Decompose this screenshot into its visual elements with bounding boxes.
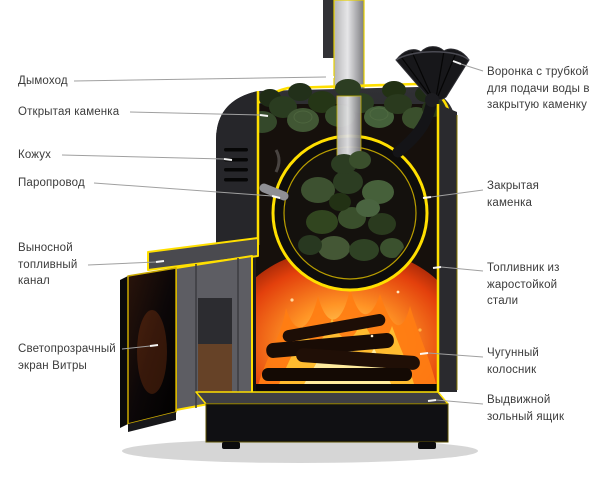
leader-firebox [440,266,484,272]
right-wall-section [436,104,458,392]
left-casing [216,91,260,245]
label-glass-screen: Светопрозрачный экран Витры [18,343,116,372]
cast-iron-grate [256,384,438,392]
ash-drawer [195,391,449,449]
label-fuel-channel: Выносной топливный канал [18,242,78,287]
leader-fuel-channel [87,261,157,266]
leader-glass-screen [121,345,151,350]
firebox-flames [256,248,438,392]
label-funnel: Воронка с трубкой для подачи воды в закр… [487,66,590,111]
leader-open-heater [129,111,261,116]
leader-closed-heater [430,189,484,198]
closed-heater-circle [271,134,429,292]
steam-pipe [259,149,289,201]
label-grate: Чугунный колосник [487,347,539,376]
label-open-heater: Открытая каменка [18,106,120,118]
leader-funnel [460,63,484,72]
label-chimney: Дымоход [18,75,68,87]
leader-end-ticks [149,60,462,402]
label-ash-box: Выдвижной зольный ящик [487,394,565,423]
label-steam-pipe: Паропровод [18,177,85,189]
leader-lines [61,63,484,405]
ground-shadow [122,439,478,463]
label-firebox: Топливник из жаростойкой стали [487,262,560,307]
leader-chimney [73,76,327,82]
leader-steam-pipe [93,182,273,197]
leader-casing [61,154,225,160]
leader-ash-box [435,399,484,405]
stone [349,151,371,169]
leader-grate [427,352,484,358]
label-casing: Кожух [18,149,52,161]
fuel-channel-panel [147,237,259,411]
water-funnel [392,46,470,158]
inner-pipe [336,95,362,163]
label-closed-heater: Закрытая каменка [487,180,539,209]
